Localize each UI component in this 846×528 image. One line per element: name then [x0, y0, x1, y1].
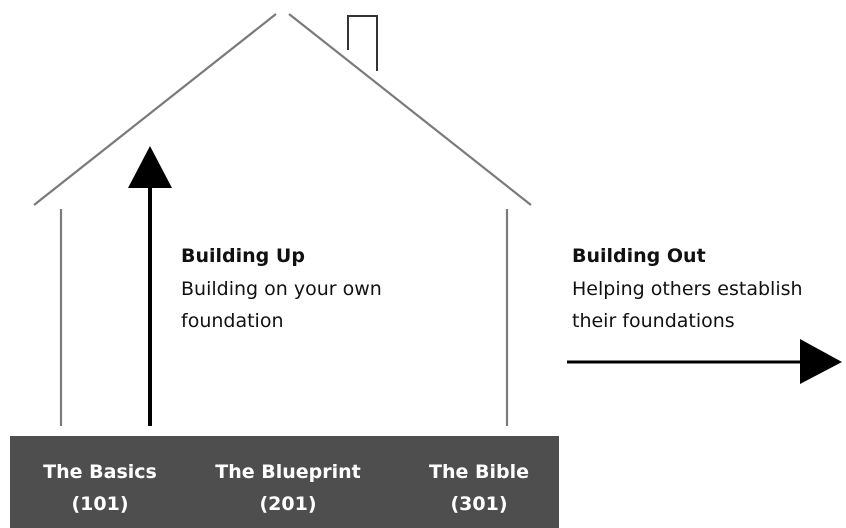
course-basics-name: The Basics — [43, 461, 157, 483]
course-bible-name: The Bible — [429, 461, 529, 483]
course-blueprint-code: (201) — [259, 493, 317, 515]
roof-left-line — [33, 13, 277, 206]
course-bible: The Bible (301) — [414, 456, 544, 520]
roof-right-line — [288, 13, 532, 206]
building-out-description: Helping others establish their foundatio… — [572, 273, 803, 337]
chimney — [347, 15, 378, 71]
course-blueprint-name: The Blueprint — [215, 461, 361, 483]
building-up-arrow-head — [128, 146, 172, 188]
building-up-description-line-2: foundation — [181, 310, 284, 332]
building-up-description: Building on your own foundation — [181, 273, 382, 337]
course-basics: The Basics (101) — [34, 456, 166, 520]
building-out-heading: Building Out — [572, 245, 706, 267]
course-blueprint: The Blueprint (201) — [208, 456, 368, 520]
foundation-bar: The Basics (101) The Blueprint (201) The… — [10, 436, 559, 528]
building-out-arrow-head — [800, 339, 842, 384]
building-out-description-line-2: their foundations — [572, 310, 735, 332]
building-out-description-line-1: Helping others establish — [572, 278, 803, 300]
building-up-description-line-1: Building on your own — [181, 278, 382, 300]
course-bible-code: (301) — [450, 493, 508, 515]
building-up-heading: Building Up — [181, 245, 305, 267]
course-basics-code: (101) — [71, 493, 129, 515]
